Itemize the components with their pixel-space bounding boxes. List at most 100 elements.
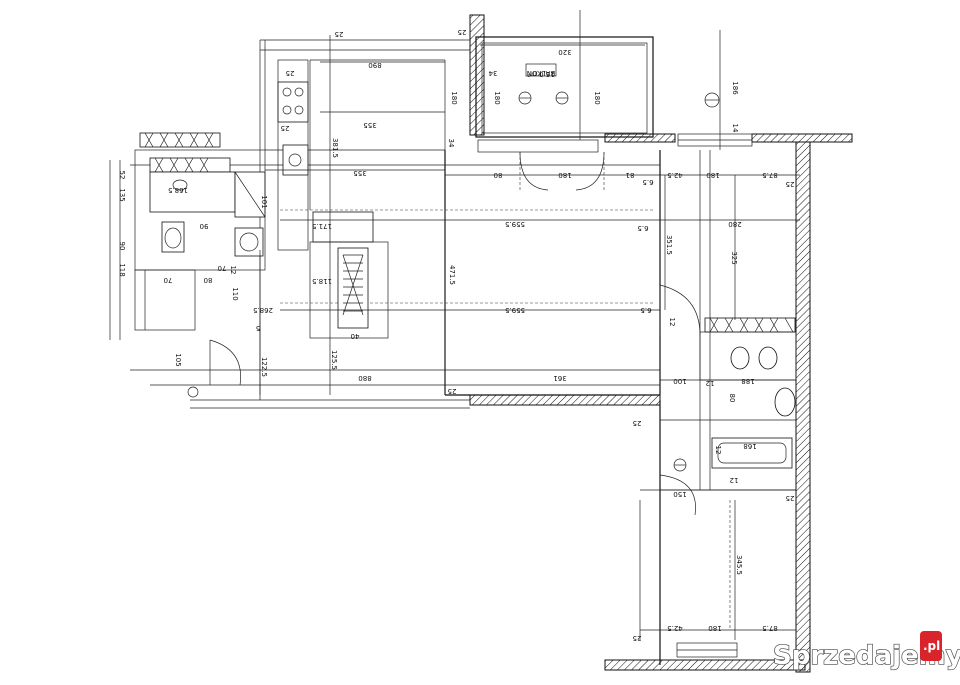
dimension-label: 188 <box>741 377 754 385</box>
kitchen-island <box>312 211 374 243</box>
dimension-label: 25 <box>633 419 642 427</box>
dimension-label: 325 <box>730 251 738 264</box>
dimension-label: 25 <box>633 634 642 642</box>
dimension-label: 180 <box>450 91 458 104</box>
dimension-label: 80 <box>494 171 503 179</box>
right-bathroom <box>660 150 797 491</box>
toilet <box>730 346 750 370</box>
balcony-wall <box>469 14 485 136</box>
dimension-label: 34 <box>447 139 455 148</box>
dimension-label: 150 <box>673 490 686 498</box>
dimension-label: 80 <box>728 394 736 403</box>
dimension-label: 361 <box>553 374 566 382</box>
dimension-label: 25 <box>448 387 457 395</box>
kitchen <box>277 59 389 339</box>
stove <box>277 81 309 123</box>
dimension-label: 70 <box>218 264 227 272</box>
dimension-label: 12 <box>714 446 722 455</box>
dimension-label: 6.5 <box>637 224 648 232</box>
dimension-labels: 890 355 355 320 25 25 25 25 25 25 25 25 … <box>118 28 794 642</box>
dimension-label: 90 <box>200 222 209 230</box>
dimension-label: 171.5 <box>312 222 332 230</box>
entrance-door-swing <box>209 339 241 386</box>
dimension-label: 25 <box>281 124 290 132</box>
washbasin <box>774 387 796 417</box>
watermark-badge <box>920 631 942 661</box>
dimension-label: 890 <box>368 61 381 69</box>
kitchen-sink <box>282 144 309 176</box>
dimension-label: 320 <box>558 48 571 56</box>
vent-grille <box>139 132 221 148</box>
dimension-label: 110 <box>231 287 239 300</box>
dimension-label: 186 <box>731 81 739 95</box>
dimension-label: 355 <box>353 169 366 177</box>
dimension-label: 14 <box>731 124 739 133</box>
room-door-swing <box>659 474 696 516</box>
dimension-label: 381.5 <box>331 138 339 158</box>
dimension-label: 471.5 <box>448 265 456 285</box>
vent-grille <box>704 317 796 333</box>
watermark-badge-text: .pl <box>923 639 940 653</box>
dimension-label: 90 <box>118 242 126 251</box>
dimension-label: 180 <box>493 91 501 104</box>
balcony-door-swing <box>519 151 549 191</box>
dimension-label: 118.5 <box>312 277 332 285</box>
dimension-label: 25 <box>335 30 344 38</box>
dimension-label: 40 <box>351 332 360 340</box>
dimension-label: 105 <box>174 353 182 366</box>
dimension-label: 168 <box>743 442 756 450</box>
dimension-label: 180 <box>593 91 601 104</box>
dimension-label: 42.5 <box>667 624 683 632</box>
washing-machine <box>234 227 264 257</box>
toilet <box>161 221 185 253</box>
dimension-label: 70 <box>164 276 173 284</box>
dimension-label: 6.5 <box>640 306 651 314</box>
balcony-label-box <box>525 63 557 77</box>
room-door-swing <box>659 284 701 336</box>
dimension-label: 12 <box>229 266 237 275</box>
dimension-label: 559.5 <box>505 306 525 314</box>
dimension-label: 12 <box>730 476 739 484</box>
dimension-label: 122.5 <box>260 357 268 377</box>
dimension-label: 559.5 <box>505 220 525 228</box>
dimension-label: 880 <box>358 374 371 382</box>
dimension-label: 180 <box>708 624 721 632</box>
balcony-area: 16,0 m² <box>527 70 555 78</box>
section-markers <box>187 92 720 472</box>
level-marker <box>187 386 199 398</box>
dimension-label: 101 <box>260 195 268 208</box>
bidet <box>758 346 778 370</box>
dimension-label: 25 <box>786 494 795 502</box>
dimension-lines <box>109 10 800 640</box>
doors <box>209 151 701 516</box>
dimension-label: 125.5 <box>330 350 338 370</box>
bathtub <box>149 171 236 213</box>
dimension-label: 87.5 <box>762 624 778 632</box>
dimension-label: 42.5 <box>667 171 683 179</box>
dimension-label: 52 <box>118 171 126 180</box>
watermark: Sprzedajemy .pl <box>772 631 960 672</box>
bedroom <box>640 400 796 665</box>
dimension-label: 355 <box>363 121 376 129</box>
living-room <box>130 39 661 409</box>
dimension-label: 180 <box>706 171 719 179</box>
dimension-label: 5 <box>256 324 260 332</box>
dimension-label: 280 <box>728 220 741 228</box>
dimension-label: 351.5 <box>665 235 673 255</box>
dimension-label: 87.5 <box>762 171 778 179</box>
dimension-label: 12 <box>706 379 715 387</box>
dimension-label: 25 <box>786 180 795 188</box>
dimension-label: 345.5 <box>735 555 743 575</box>
dimension-label: 25 <box>286 69 295 77</box>
dimension-label: 34 <box>488 69 497 77</box>
balcony-door-frame <box>477 139 599 153</box>
dimension-label: 100 <box>673 377 686 385</box>
dimension-label: 168.5 <box>168 186 188 194</box>
dimension-label: 12 <box>668 318 676 327</box>
dimension-label: 268.5 <box>253 306 273 314</box>
fridge-unit <box>337 247 369 329</box>
balcony-label: BALKON <box>527 69 555 77</box>
dimension-label: 6.5 <box>642 178 653 186</box>
